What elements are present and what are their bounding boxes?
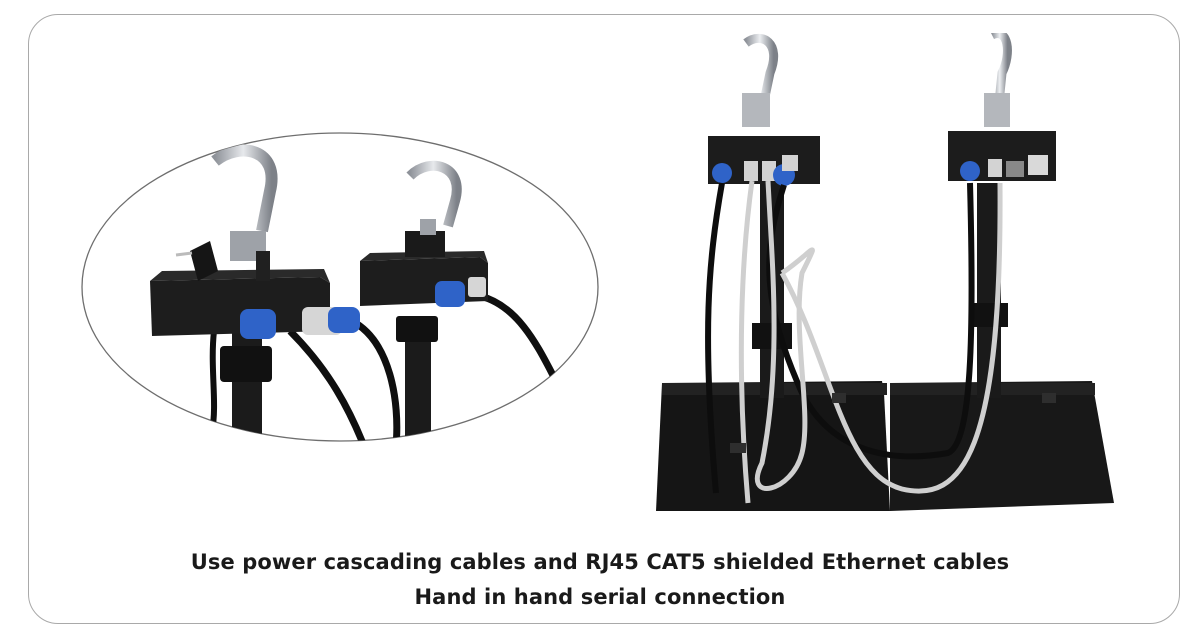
caption-line-2: Hand in hand serial connection	[414, 585, 786, 609]
caption-line-1: Use power cascading cables and RJ45 CAT5…	[190, 550, 1010, 574]
control-box	[150, 277, 330, 336]
power-connector	[435, 281, 465, 307]
power-connector	[712, 163, 732, 183]
stands-photo	[656, 33, 1114, 511]
power-connector	[240, 309, 276, 339]
closeup-photo	[81, 132, 599, 442]
clamp-hook	[406, 160, 462, 228]
power-connector	[960, 161, 980, 181]
clamp-hook	[991, 33, 1012, 114]
clamp-hook	[211, 144, 278, 233]
clamp-hook	[743, 33, 779, 112]
stand-base	[890, 381, 1114, 511]
